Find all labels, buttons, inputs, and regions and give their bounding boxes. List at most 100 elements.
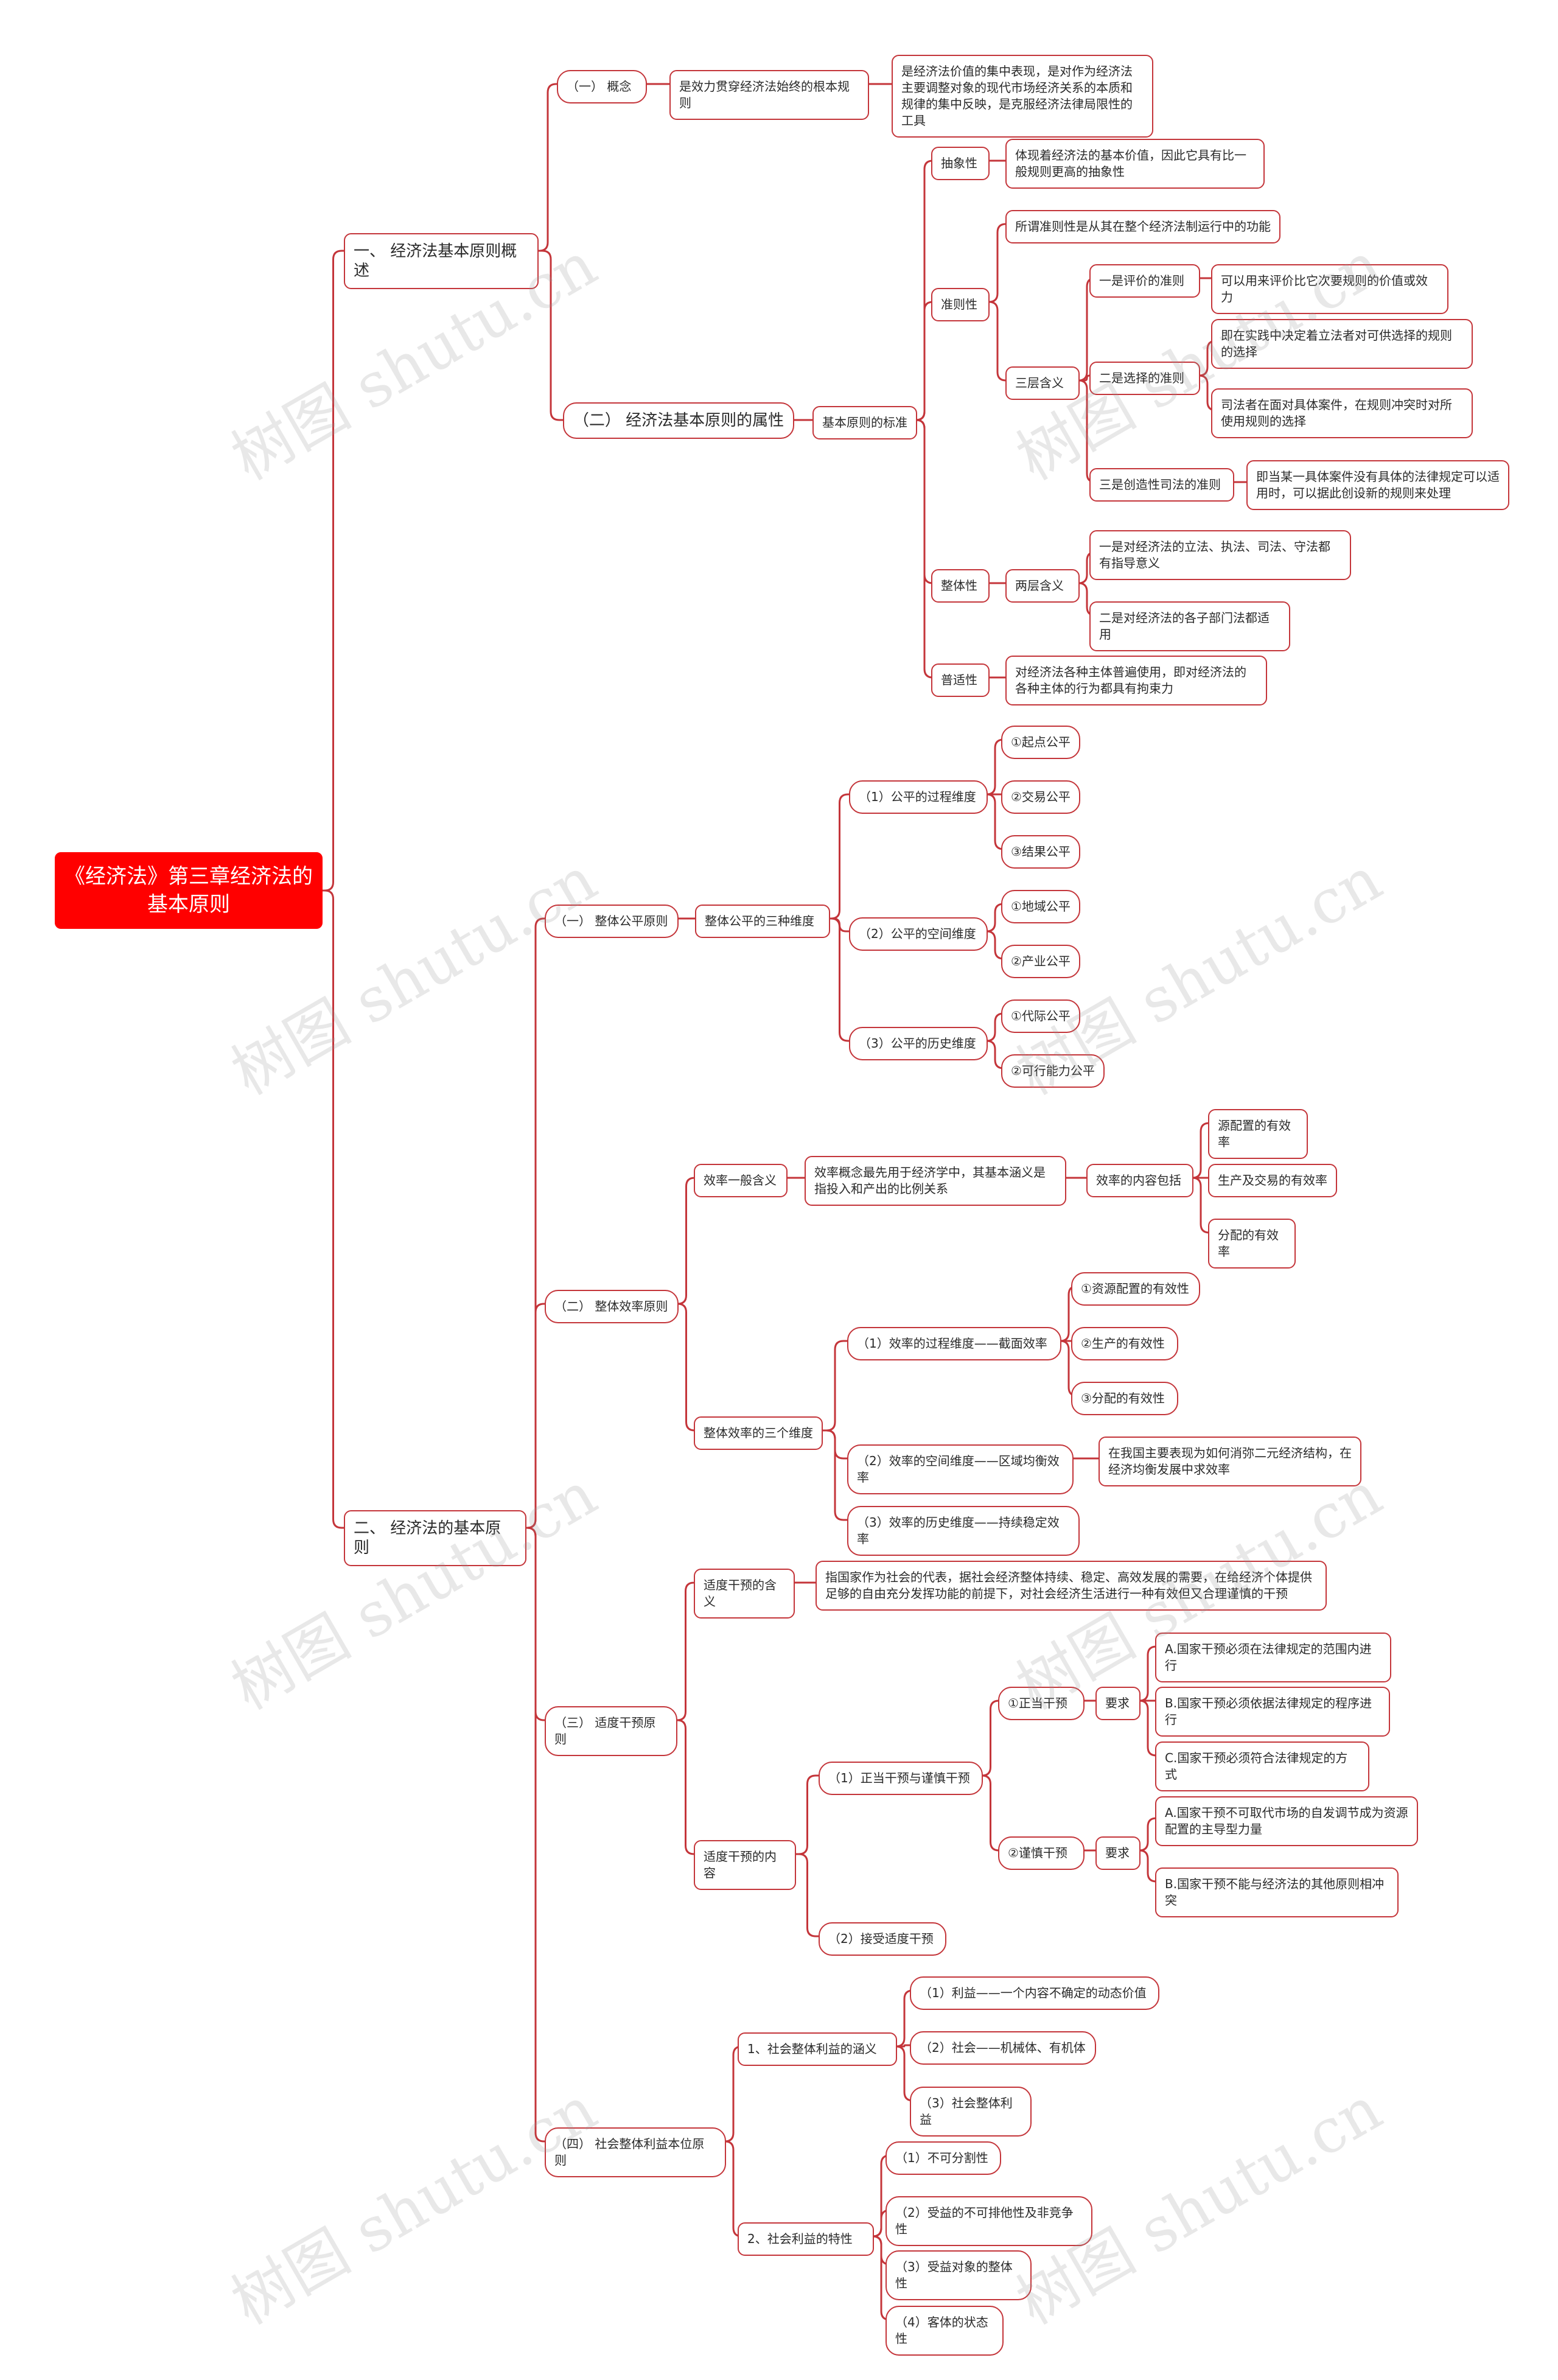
topic-crit-2-2-2[interactable]: 司法者在面对具体案件，在规则冲突时对所使用规则的选择 [1211, 388, 1473, 438]
topic-p2-1[interactable]: 效率一般含义 [694, 1164, 788, 1197]
topic-p4-2[interactable]: 2、社会利益的特性 [738, 2222, 874, 2256]
topic-crit[interactable]: 准则性 [931, 288, 990, 321]
topic-whole[interactable]: 整体性 [931, 569, 990, 603]
topic-label: 分配的有效率 [1218, 1228, 1279, 1259]
topic-s1-1-1[interactable]: 是效力贯穿经济法始终的根本规则 [669, 70, 869, 120]
topic-p2-1-1-1-1[interactable]: 源配置的有效率 [1208, 1109, 1308, 1159]
topic-whole-1-2[interactable]: 二是对经济法的各子部门法都适用 [1089, 601, 1290, 651]
topic-p3-2-1-2-1[interactable]: 要求 [1095, 1836, 1141, 1870]
topic-p3-2-1-1-1[interactable]: 要求 [1095, 1687, 1141, 1720]
topic-p2-2-1-2[interactable]: ②生产的有效性 [1071, 1327, 1178, 1360]
topic-abs[interactable]: 抽象性 [931, 147, 990, 180]
connector-p2-2-1 [823, 1340, 847, 1432]
topic-p1-1-2[interactable]: （2）公平的空间维度 [849, 917, 988, 951]
topic-label: 是效力贯穿经济法始终的根本规则 [679, 79, 850, 110]
topic-p2-2-1[interactable]: （1）效率的过程维度——截面效率 [847, 1327, 1061, 1360]
topic-p1-1-2-2[interactable]: ②产业公平 [1001, 945, 1080, 978]
topic-whole-1[interactable]: 两层含义 [1005, 569, 1080, 603]
topic-p3-2-1-1-1-2[interactable]: B.国家干预必须依据法律规定的程序进行 [1155, 1687, 1390, 1737]
topic-p3-2-1-1-1-3[interactable]: C.国家干预必须符合法律规定的方式 [1155, 1741, 1369, 1791]
topic-p4-1-3[interactable]: （3）社会整体利益 [910, 2087, 1032, 2137]
topic-crit-2[interactable]: 三层含义 [1005, 366, 1080, 400]
topic-p1-1-1-3[interactable]: ③结果公平 [1001, 835, 1080, 869]
topic-p1-1-3[interactable]: （3）公平的历史维度 [849, 1027, 988, 1060]
topic-p1-1-1[interactable]: （1）公平的过程维度 [849, 780, 988, 814]
connector-p4-2 [724, 2140, 742, 2238]
topic-p3-1[interactable]: 适度干预的含义 [694, 1569, 795, 1619]
topic-label: ①代际公平 [1011, 1009, 1071, 1023]
root-topic[interactable]: 《经济法》第三章经济法的基本原则 [55, 852, 323, 929]
topic-label: （二） 整体效率原则 [554, 1299, 668, 1314]
topic-label: 两层含义 [1015, 578, 1064, 593]
topic-s1-1[interactable]: （一） 概念 [557, 70, 647, 103]
topic-p1-1-1-2[interactable]: ②交易公平 [1001, 780, 1080, 814]
topic-p4-2-1[interactable]: （1）不可分割性 [886, 2141, 1001, 2175]
connector-univ [915, 419, 934, 679]
connector-s1-2 [539, 250, 563, 421]
topic-p2-2[interactable]: 整体效率的三个维度 [694, 1416, 823, 1450]
topic-crit-2-1-1[interactable]: 可以用来评价比它次要规则的价值或效力 [1211, 264, 1448, 314]
topic-p2[interactable]: （二） 整体效率原则 [545, 1290, 679, 1323]
topic-p3-2-1-2-1-1[interactable]: A.国家干预不可取代市场的自发调节成为资源配置的主导型力量 [1155, 1796, 1418, 1846]
topic-p4-2-2[interactable]: （2）受益的不可排他性及非竞争性 [886, 2196, 1092, 2246]
topic-p4-2-3[interactable]: （3）受益对象的整体性 [886, 2250, 1032, 2300]
topic-univ[interactable]: 普适性 [931, 663, 990, 697]
topic-s2[interactable]: 二、 经济法的基本原则 [344, 1510, 526, 1566]
topic-p3-2-1-2-1-2[interactable]: B.国家干预不能与经济法的其他原则相冲突 [1155, 1867, 1399, 1917]
topic-p2-1-1[interactable]: 效率概念最先用于经济学中，其基本涵义是指投入和产出的比例关系 [805, 1156, 1066, 1206]
topic-crit-2-3[interactable]: 三是创造性司法的准则 [1089, 468, 1234, 502]
topic-univ-1[interactable]: 对经济法各种主体普遍使用，即对经济法的各种主体的行为都具有拘束力 [1005, 656, 1267, 705]
topic-crit-2-3-1[interactable]: 即当某一具体案件没有具体的法律规定可以适用时，可以据此创设新的规则来处理 [1246, 460, 1509, 510]
topic-p2-1-1-1-3[interactable]: 分配的有效率 [1208, 1219, 1296, 1269]
topic-p1-1-3-2[interactable]: ②可行能力公平 [1001, 1054, 1105, 1088]
topic-p4[interactable]: （四） 社会整体利益本位原则 [545, 2127, 726, 2177]
topic-p4-1-2[interactable]: （2）社会——机械体、有机体 [910, 2031, 1096, 2065]
topic-p1-1[interactable]: 整体公平的三种维度 [695, 905, 830, 938]
topic-p4-2-4[interactable]: （4）客体的状态性 [886, 2306, 1004, 2356]
topic-crit-2-2-1[interactable]: 即在实践中决定着立法者对可供选择的规则的选择 [1211, 319, 1473, 369]
topic-p3-2-1-1-1-1[interactable]: A.国家干预必须在法律规定的范围内进行 [1155, 1633, 1391, 1682]
topic-p1-1-1-1[interactable]: ①起点公平 [1001, 726, 1080, 759]
topic-label: （4）客体的状态性 [895, 2315, 988, 2346]
topic-p4-1[interactable]: 1、社会整体利益的涵义 [738, 2032, 897, 2066]
topic-label: B.国家干预不能与经济法的其他原则相冲突 [1165, 1877, 1385, 1908]
topic-p3-2-2[interactable]: （2）接受适度干预 [819, 1922, 946, 1956]
topic-crit-1[interactable]: 所谓准则性是从其在整个经济法制运行中的功能 [1005, 210, 1280, 243]
topic-label: 普适性 [941, 673, 977, 687]
topic-label: 效率一般含义 [704, 1173, 777, 1188]
topic-p2-1-1-1-2[interactable]: 生产及交易的有效率 [1208, 1164, 1337, 1197]
topic-p3-2-1-1[interactable]: ①正当干预 [998, 1687, 1085, 1720]
topic-p3[interactable]: （三） 适度干预原则 [545, 1706, 677, 1756]
topic-label: （2）接受适度干预 [828, 1931, 934, 1946]
topic-label: （1）不可分割性 [895, 2151, 988, 2165]
topic-label: 二、 经济法的基本原则 [354, 1519, 501, 1557]
topic-label: 即当某一具体案件没有具体的法律规定可以适用时，可以据此创设新的规则来处理 [1256, 469, 1500, 500]
topic-p3-1-1[interactable]: 指国家作为社会的代表，据社会经济整体持续、稳定、高效发展的需要，在给经济个体提供… [816, 1561, 1327, 1611]
topic-crit-2-1[interactable]: 一是评价的准则 [1089, 264, 1200, 298]
topic-s1-2[interactable]: （二） 经济法基本原则的属性 [563, 402, 794, 439]
topic-label: 效率的内容包括 [1096, 1173, 1181, 1188]
topic-whole-1-1[interactable]: 一是对经济法的立法、执法、司法、守法都有指导意义 [1089, 530, 1351, 580]
topic-s1-1-1-1[interactable]: 是经济法价值的集中表现，是对作为经济法主要调整对象的现代市场经济关系的本质和规律… [892, 55, 1153, 138]
topic-p2-2-3[interactable]: （3）效率的历史维度——持续稳定效率 [847, 1506, 1080, 1556]
topic-p1[interactable]: （一） 整体公平原则 [545, 905, 679, 938]
topic-abs-1[interactable]: 体现着经济法的基本价值，因此它具有比一般规则更高的抽象性 [1005, 139, 1265, 189]
topic-p2-2-1-3[interactable]: ③分配的有效性 [1071, 1382, 1178, 1415]
topic-p2-1-1-1[interactable]: 效率的内容包括 [1086, 1164, 1193, 1197]
topic-p2-2-2-1[interactable]: 在我国主要表现为如何消弥二元经济结构，在经济均衡发展中求效率 [1099, 1437, 1361, 1486]
topic-p1-1-3-1[interactable]: ①代际公平 [1001, 999, 1080, 1033]
topic-label: （2）受益的不可排他性及非竞争性 [895, 2205, 1074, 2236]
topic-p3-2[interactable]: 适度干预的内容 [694, 1840, 796, 1890]
topic-p3-2-1-2[interactable]: ②谨慎干预 [998, 1836, 1085, 1870]
topic-p3-2-1[interactable]: （1）正当干预与谨慎干预 [819, 1762, 983, 1795]
topic-p2-2-1-1[interactable]: ①资源配置的有效性 [1071, 1272, 1200, 1306]
topic-p2-2-2[interactable]: （2）效率的空间维度——区域均衡效率 [847, 1444, 1074, 1494]
connector-p2-2 [677, 1303, 695, 1432]
topic-p1-1-2-1[interactable]: ①地域公平 [1001, 890, 1080, 923]
topic-s1[interactable]: 一、 经济法基本原则概述 [344, 233, 539, 289]
connector-p1-1-1 [830, 793, 849, 920]
topic-crit-2-2[interactable]: 二是选择的准则 [1089, 362, 1200, 395]
topic-s1-2-1[interactable]: 基本原则的标准 [812, 406, 917, 439]
topic-p4-1-1[interactable]: （1）利益——一个内容不确定的动态价值 [910, 1976, 1159, 2010]
connector-s1-1 [539, 83, 557, 252]
